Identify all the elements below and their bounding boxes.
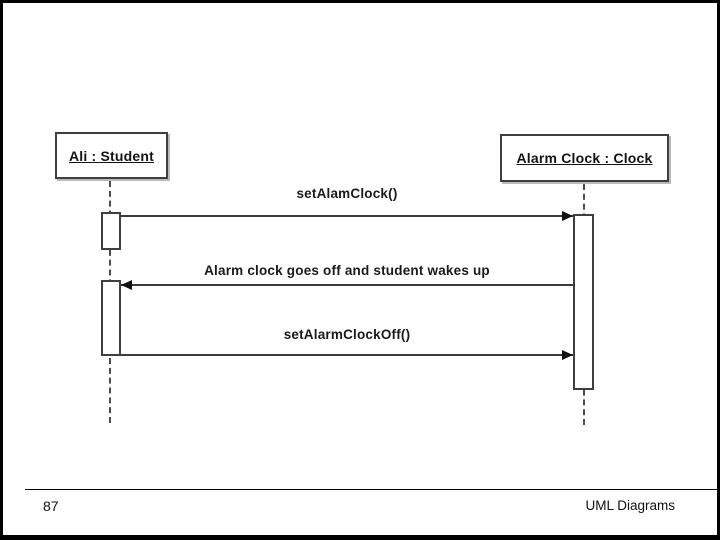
footer-title: UML Diagrams — [585, 498, 675, 513]
activation-bar-ali-1 — [101, 212, 121, 250]
page-number: 87 — [43, 498, 59, 514]
arrowhead-right-icon — [562, 350, 573, 360]
message-label-set-alarm-clock-off: setAlarmClockOff() — [283, 327, 411, 342]
actor-label-ali-student: Ali : Student — [68, 147, 155, 164]
actor-label-alarm-clock: Alarm Clock : Clock — [516, 150, 653, 166]
actor-box-ali-student: Ali : Student — [55, 132, 168, 179]
message-arrow-line-alarm-goes-off — [121, 284, 573, 286]
arrowhead-right-icon — [562, 211, 573, 221]
message-arrow-line-set-alam-clock — [121, 215, 573, 217]
actor-box-alarm-clock: Alarm Clock : Clock — [500, 134, 669, 182]
message-arrow-line-set-alarm-clock-off — [121, 354, 573, 356]
message-label-set-alam-clock: setAlamClock() — [296, 186, 398, 201]
footer-divider — [25, 489, 717, 490]
activation-bar-ali-2 — [101, 280, 121, 356]
activation-bar-alarm-clock — [573, 214, 594, 390]
arrowhead-left-icon — [121, 280, 132, 290]
message-label-alarm-goes-off: Alarm clock goes off and student wakes u… — [204, 263, 490, 278]
